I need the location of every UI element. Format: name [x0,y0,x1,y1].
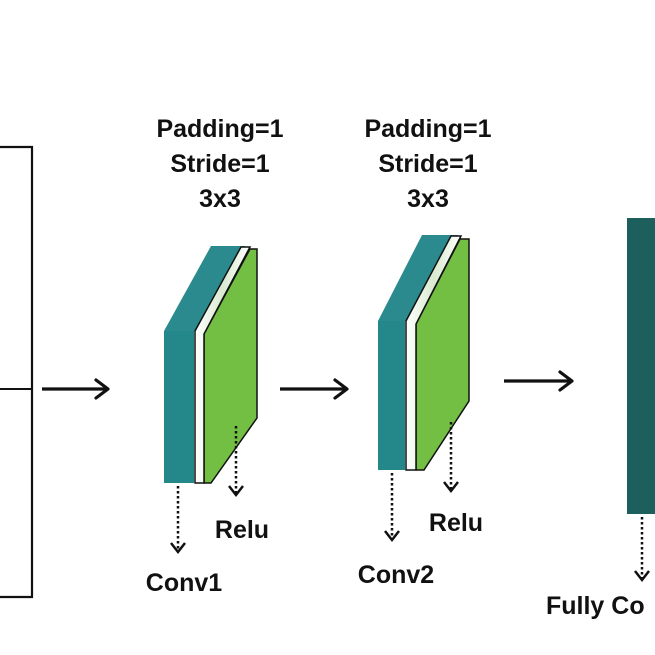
conv2-gloss-strip [405,235,463,471]
conv2-relu-pointer [443,422,459,494]
fc-pointer [634,517,650,583]
conv1-block [164,246,258,484]
arrow-head-icon [558,370,574,392]
conv2-padding-label: Padding=1 [364,115,491,143]
fully-connected-label: Fully Co [546,592,645,620]
conv1-block-side [164,331,194,483]
conv1-activation-label: Relu [215,516,269,544]
arrow-input-to-conv1 [42,378,110,400]
arrow-head-icon [94,378,110,400]
input-block [0,145,34,599]
conv2-label: Conv2 [358,561,434,589]
conv2-conv-pointer [384,473,400,543]
conv1-conv-pointer [170,486,186,555]
dotted-arrow-down-icon [443,481,459,494]
conv1-relu-pointer [228,426,244,498]
input-block-outline [0,145,34,599]
conv1-kernel-label: 3x3 [199,185,241,213]
conv1-stride-label: Stride=1 [170,150,269,178]
dotted-arrow-down-icon [170,542,186,555]
conv2-layer: Padding=1 Stride=1 3x3 Relu Conv2 [358,115,492,589]
conv2-activation-label: Relu [429,509,483,537]
conv2-block-top [378,235,458,321]
conv1-gloss-strip [194,246,252,484]
conv2-stride-label: Stride=1 [378,150,477,178]
conv1-padding-label: Padding=1 [156,115,283,143]
dotted-arrow-down-icon [634,570,650,583]
fully-connected-block [627,218,655,514]
dotted-arrow-down-icon [384,530,400,543]
conv2-kernel-label: 3x3 [407,185,449,213]
arrow-conv2-to-fc [504,370,574,392]
conv2-block-side [378,321,405,470]
conv1-block-top [164,246,245,331]
dotted-arrow-down-icon [228,485,244,498]
conv1-layer: Padding=1 Stride=1 3x3 Relu Conv1 [146,115,284,597]
conv1-label: Conv1 [146,569,223,597]
arrow-head-icon [333,378,349,400]
fully-connected-layer: Fully Co [546,218,655,620]
arrow-conv1-to-conv2 [280,378,349,400]
conv2-block [378,235,470,471]
